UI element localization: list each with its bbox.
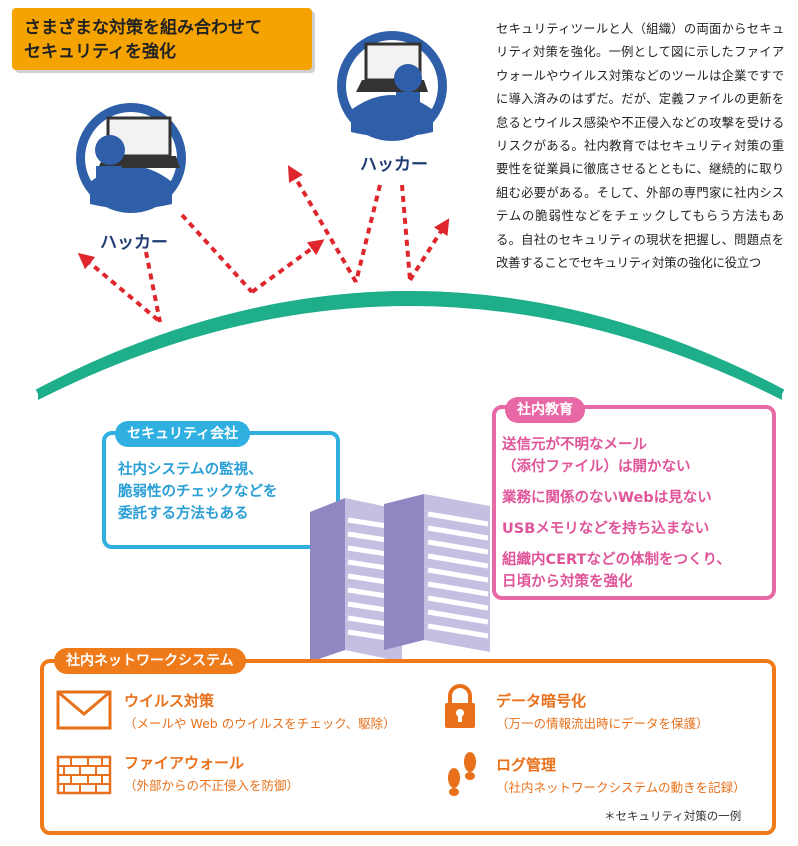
bounce-arrow <box>77 252 160 322</box>
brick-wall-icon <box>56 755 112 795</box>
education-box <box>492 405 776 600</box>
hacker-avatar-2 <box>337 31 447 141</box>
padlock-icon <box>445 684 475 728</box>
education-item: USBメモリなどを持ち込まない <box>502 521 710 537</box>
envelope-icon <box>56 690 112 730</box>
footnote: ＊セキュリティ対策の一例 <box>604 809 742 823</box>
attack-arrow <box>354 184 382 283</box>
education-item: 業務に関係のないWebは見ない <box>502 490 712 506</box>
education-item: 組織内CERTなどの体制をつくり、 <box>502 552 731 568</box>
office-buildings-icon <box>310 494 490 662</box>
attack-arrows <box>77 165 450 323</box>
hacker-label-2: ハッカー <box>360 155 428 175</box>
attack-arrow <box>180 213 254 294</box>
bounce-arrow <box>250 239 325 294</box>
security-company-box <box>102 431 340 549</box>
security-company-tag: セキュリティ会社 <box>115 421 251 447</box>
security-company-line: 脆弱性のチェックなどを <box>118 484 278 500</box>
title-line-2: セキュリティを強化 <box>24 42 176 62</box>
security-company-text: 社内システムの監視、 脆弱性のチェックなどを 委託する方法もある <box>118 459 333 525</box>
bounce-arrow <box>287 165 358 284</box>
body-paragraph: セキュリティツールと人（組織）の両面からセキュリティ対策を強化。一例として図に示… <box>496 22 784 271</box>
attack-arrow <box>144 251 162 323</box>
firewall-desc: （外部からの不正侵入を防御） <box>124 778 300 793</box>
security-company-line: 委託する方法もある <box>118 506 249 522</box>
hacker-label-1: ハッカー <box>100 233 168 253</box>
firewall-title: ファイアウォール <box>124 754 245 772</box>
education-item: 送信元が不明なメール <box>502 437 647 453</box>
encryption-desc: （万一の情報流出時にデータを保護） <box>496 716 709 731</box>
attack-arrow <box>400 184 412 281</box>
education-item: 日頃から対策を強化 <box>502 574 633 590</box>
network-dome-arc <box>35 291 785 399</box>
education-tag: 社内教育 <box>505 397 585 423</box>
network-system-tag: 社内ネットワークシステム <box>54 648 246 674</box>
network-system-box <box>40 659 776 835</box>
virus-protection-desc: （メールや Web のウイルスをチェック、駆除） <box>124 716 396 731</box>
encryption-title: データ暗号化 <box>496 692 587 710</box>
virus-protection-title: ウイルス対策 <box>124 692 215 710</box>
footprints-icon <box>448 752 476 796</box>
title-banner: さまざまな対策を組み合わせて セキュリティを強化 <box>12 8 312 70</box>
log-management-title: ログ管理 <box>496 756 557 774</box>
education-item: （添付ファイル）は開かない <box>502 459 691 475</box>
bounce-arrow <box>408 218 450 282</box>
education-list: 送信元が不明なメール （添付ファイル）は開かない 業務に関係のないWebは見ない… <box>502 434 772 593</box>
title-line-1: さまざまな対策を組み合わせて <box>24 18 262 38</box>
log-management-desc: （社内ネットワークシステムの動きを記録） <box>496 780 746 795</box>
hacker-avatar-1 <box>76 103 186 213</box>
security-company-line: 社内システムの監視、 <box>118 462 263 478</box>
